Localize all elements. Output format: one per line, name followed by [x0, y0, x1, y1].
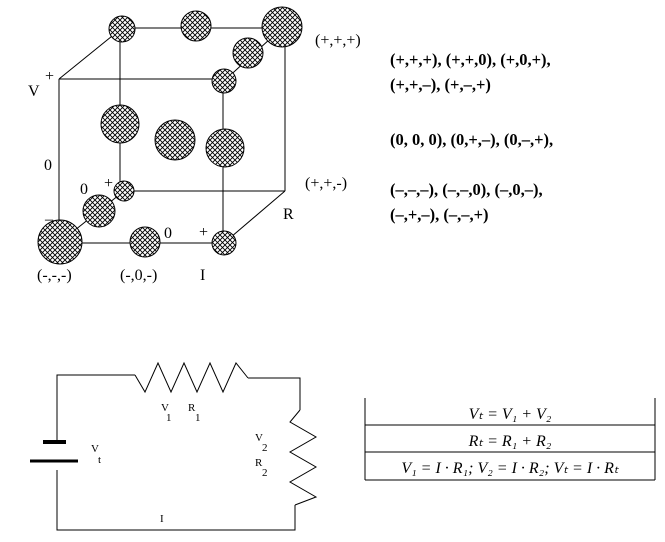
equation-total-resistance: Rₜ = R₁ + R₂: [468, 433, 552, 450]
corner-label: (-,0,-): [120, 267, 157, 284]
axis-label-r-plus: +: [104, 175, 113, 192]
resistor-r2: [288, 409, 318, 506]
label-r2-sub: 2: [262, 467, 268, 479]
state-ball: [82, 194, 116, 228]
label-v1-sub: 1: [166, 412, 172, 424]
negative-states-line: (–,–,–), (–,–,0), (–,0,–),: [390, 180, 543, 199]
state-ball: [261, 6, 303, 48]
axis-label-i-zero: 0: [164, 225, 172, 242]
state-ball: [205, 128, 245, 168]
state-ball: [211, 230, 237, 256]
equation-ohms-law: V₁ = I · R₁; V₂ = I · R₂; Vₜ = I · Rₜ: [401, 460, 619, 477]
axis-label-v-plus: +: [45, 68, 54, 85]
axis-label-i: I: [200, 267, 205, 284]
resistor-r1: [134, 361, 249, 394]
corner-label: (+,+,-): [305, 175, 347, 192]
label-v2: V: [255, 432, 263, 444]
state-balls: [37, 6, 303, 265]
state-ball: [37, 219, 83, 265]
label-v1: V: [161, 402, 169, 414]
corner-label: (-,-,-): [37, 267, 72, 284]
label-r2: R: [255, 457, 263, 469]
state-ball: [108, 15, 136, 43]
label-r1: R: [188, 402, 196, 414]
state-ball: [211, 68, 237, 94]
axis-label-i-plus: +: [199, 224, 208, 241]
negative-states-line: (–,+,–), (–,–,+): [390, 205, 489, 224]
axis-label-v-minus: –: [44, 211, 54, 228]
label-vt: V: [91, 443, 99, 455]
label-v2-sub: 2: [262, 442, 268, 454]
zero-states-line: (0, 0, 0), (0,+,–), (0,–,+),: [390, 130, 553, 149]
state-ball: [129, 226, 161, 258]
state-ball: [100, 104, 140, 144]
corner-label: (+,+,+): [315, 32, 361, 49]
axis-label-v: V: [28, 83, 40, 100]
state-ball: [180, 10, 212, 42]
equations-table: [364, 398, 656, 481]
label-current: I: [160, 513, 164, 525]
state-ball: [232, 37, 264, 69]
label-vt-sub: t: [98, 454, 101, 466]
axis-label-r: R: [283, 206, 294, 223]
label-r1-sub: 1: [195, 412, 201, 424]
equation-total-voltage: Vₜ = V₁ + V₂: [469, 406, 552, 423]
state-ball: [154, 119, 196, 161]
axis-label-v-zero: 0: [44, 157, 52, 174]
state-ball: [113, 180, 135, 202]
axis-label-r-zero: 0: [80, 181, 88, 198]
circuit-wires: [30, 361, 318, 531]
positive-states-line: (+,+,+), (+,+,0), (+,0,+),: [390, 50, 551, 69]
positive-states-line: (+,+,–), (+,–,+): [390, 75, 491, 94]
